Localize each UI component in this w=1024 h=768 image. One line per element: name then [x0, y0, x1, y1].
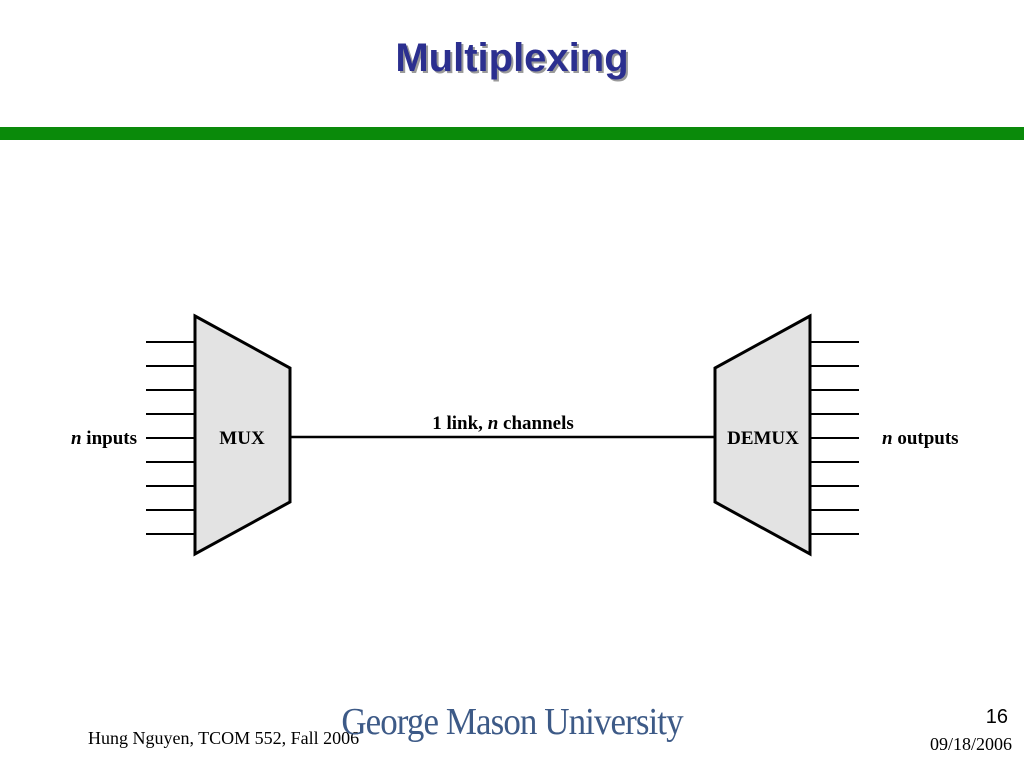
university-logo: George Mason University: [341, 701, 683, 743]
page-number: 16: [985, 706, 1008, 728]
demux-block: [713, 313, 812, 557]
footer-date: 09/18/2006: [929, 734, 1012, 754]
outputs-label: n outputs: [882, 428, 959, 449]
input-lines: [146, 341, 195, 535]
slide-title: Multiplexing: [395, 36, 629, 80]
mux-block: [193, 313, 292, 557]
link-label: 1 link, n channels: [432, 413, 574, 434]
footer-author: Hung Nguyen, TCOM 552, Fall 2006: [88, 728, 360, 748]
inputs-label: n inputs: [71, 428, 137, 449]
demux-label: DEMUX: [727, 428, 799, 449]
title-divider-bar: [0, 127, 1024, 140]
mux-label: MUX: [219, 428, 265, 449]
output-lines: [810, 341, 859, 535]
